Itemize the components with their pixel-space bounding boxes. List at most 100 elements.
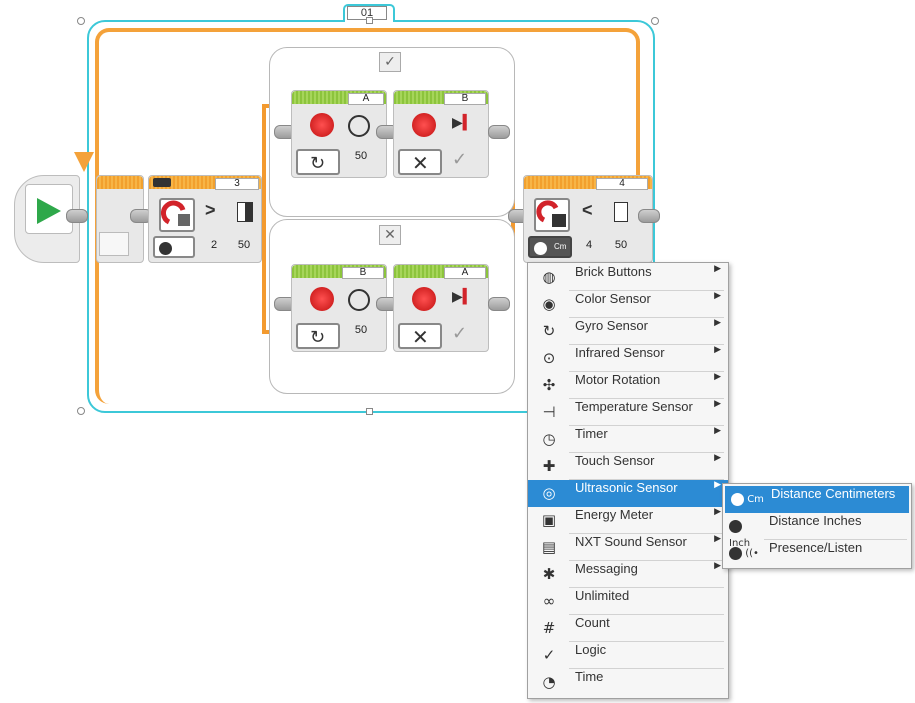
nxt-sound-sensor-icon: ▤ (541, 538, 557, 556)
menu-item-time[interactable]: ◔Time (528, 669, 728, 696)
loop-exit-port[interactable]: 4 (596, 178, 648, 190)
menu-item-gyro-sensor[interactable]: ↻Gyro Sensor▶ (528, 318, 728, 345)
mode-selector[interactable] (534, 198, 570, 232)
loop-arrow-icon (74, 152, 94, 172)
compare-operator[interactable]: > (205, 200, 216, 220)
sequence-connector[interactable] (488, 125, 510, 139)
sequence-connector[interactable] (638, 209, 660, 223)
presence-listen-icon: ((• (729, 545, 763, 562)
cross-icon[interactable]: ✕ (379, 225, 401, 245)
power-gauge-icon (348, 115, 370, 137)
motor-port[interactable]: A (444, 267, 486, 279)
submenu-item-distance-centimeters[interactable]: Cm Distance Centimeters (725, 486, 909, 513)
submenu-arrow-icon: ▶ (714, 480, 721, 490)
large-motor-block-a[interactable]: A ↻ 50 (291, 90, 387, 178)
submenu-arrow-icon: ▶ (714, 534, 721, 544)
switch-wire (262, 104, 266, 334)
loop-exit-block[interactable]: 4 < Cm 4 50 (523, 175, 653, 263)
sensor-mode-button[interactable]: Cm (528, 236, 572, 258)
switch-block[interactable]: 3 > 2 50 (148, 175, 262, 263)
large-motor-block-a[interactable]: A ▶▍ ✕ ✓ (393, 264, 489, 352)
menu-item-unlimited[interactable]: ∞Unlimited (528, 588, 728, 615)
param-port[interactable]: 2 (210, 239, 218, 251)
resize-handle[interactable] (651, 17, 659, 25)
menu-item-brick-buttons[interactable]: ◍Brick Buttons▶ (528, 264, 728, 291)
menu-item-color-sensor[interactable]: ◉Color Sensor▶ (528, 291, 728, 318)
motor-rotation-icon: ✣ (542, 376, 556, 394)
timer-icon: ◷ (542, 430, 556, 448)
submenu-arrow-icon: ▶ (714, 291, 721, 301)
sequence-connector[interactable] (488, 297, 510, 311)
temperature-sensor-icon: ⊣ (542, 403, 556, 421)
submenu-arrow-icon: ▶ (714, 345, 721, 355)
play-icon (37, 198, 61, 224)
stop-icon: ✕ (412, 325, 429, 349)
large-motor-block-b[interactable]: B ↻ 50 (291, 264, 387, 352)
power-gauge-icon (348, 289, 370, 311)
power-value[interactable]: 50 (354, 150, 368, 162)
submenu-arrow-icon: ▶ (714, 399, 721, 409)
submenu-arrow-icon: ▶ (714, 426, 721, 436)
menu-item-count[interactable]: #Count (528, 615, 728, 642)
mode-selector[interactable]: ↻ (296, 323, 340, 349)
resize-handle[interactable] (77, 407, 85, 415)
messaging-icon: ✱ (542, 565, 556, 583)
touch-sensor-icon: ✚ (542, 457, 556, 475)
motor-port[interactable]: B (444, 93, 486, 105)
menu-item-infrared-sensor[interactable]: ⊙Infrared Sensor▶ (528, 345, 728, 372)
energy-meter-icon: ▣ (541, 511, 557, 529)
mode-selector[interactable]: ↻ (296, 149, 340, 175)
menu-item-energy-meter[interactable]: ▣Energy Meter▶ (528, 507, 728, 534)
large-motor-block-b[interactable]: B ▶▍ ✕ ✓ (393, 90, 489, 178)
param-threshold[interactable]: 50 (614, 239, 628, 251)
sensor-mode-button[interactable] (153, 236, 195, 258)
brake-check-icon[interactable]: ✓ (452, 149, 468, 170)
stop-mode-icon: ▶▍ (452, 289, 474, 305)
submenu-item-presence-listen[interactable]: ((• Presence/Listen (723, 540, 911, 567)
param-port[interactable]: 4 (585, 239, 593, 251)
large-motor-icon (412, 113, 436, 137)
motor-port[interactable]: A (348, 93, 384, 105)
gyro-sensor-icon: ↻ (542, 322, 556, 340)
menu-item-motor-rotation[interactable]: ✣Motor Rotation▶ (528, 372, 728, 399)
loop-name[interactable]: 01 (347, 6, 387, 20)
menu-item-touch-sensor[interactable]: ✚Touch Sensor▶ (528, 453, 728, 480)
submenu-arrow-icon: ▶ (714, 561, 721, 571)
submenu-arrow-icon: ▶ (714, 453, 721, 463)
power-value[interactable]: 50 (354, 324, 368, 336)
mode-unit-label: Cm (554, 242, 567, 251)
compare-operator[interactable]: < (582, 200, 593, 220)
brick-buttons-icon: ◍ (542, 268, 556, 286)
resize-handle[interactable] (366, 17, 373, 24)
switch-icon (153, 178, 171, 187)
infinity-icon: ∞ (542, 592, 556, 610)
mode-selector[interactable]: ✕ (398, 323, 442, 349)
submenu-arrow-icon: ▶ (714, 507, 721, 517)
switch-port[interactable]: 3 (215, 178, 259, 190)
menu-item-ultrasonic-sensor[interactable]: ◎Ultrasonic Sensor▶ (528, 480, 728, 507)
brake-check-icon[interactable]: ✓ (452, 323, 468, 344)
param-threshold[interactable]: 50 (237, 239, 251, 251)
ultrasonic-sensor-icon: ◎ (542, 484, 556, 502)
resize-handle[interactable] (77, 17, 85, 25)
resize-handle[interactable] (366, 408, 373, 415)
motor-port[interactable]: B (342, 267, 384, 279)
time-icon: ◔ (542, 673, 556, 691)
compare-type-icon (237, 202, 253, 222)
loop-mode-menu: ◍Brick Buttons▶ ◉Color Sensor▶ ↻Gyro Sen… (527, 262, 729, 699)
submenu-arrow-icon: ▶ (714, 318, 721, 328)
mode-selector[interactable] (159, 198, 195, 232)
menu-item-messaging[interactable]: ✱Messaging▶ (528, 561, 728, 588)
submenu-arrow-icon: ▶ (714, 372, 721, 382)
logic-icon: ✓ (542, 646, 556, 664)
menu-item-nxt-sound-sensor[interactable]: ▤NXT Sound Sensor▶ (528, 534, 728, 561)
menu-item-timer[interactable]: ◷Timer▶ (528, 426, 728, 453)
stop-icon: ✕ (412, 151, 429, 175)
menu-item-logic[interactable]: ✓Logic (528, 642, 728, 669)
check-icon[interactable]: ✓ (379, 52, 401, 72)
count-icon: # (542, 619, 556, 637)
mode-selector[interactable]: ✕ (398, 149, 442, 175)
menu-item-temperature-sensor[interactable]: ⊣Temperature Sensor▶ (528, 399, 728, 426)
submenu-item-distance-inches[interactable]: Inch Distance Inches (723, 513, 911, 549)
sequence-connector[interactable] (66, 209, 88, 223)
